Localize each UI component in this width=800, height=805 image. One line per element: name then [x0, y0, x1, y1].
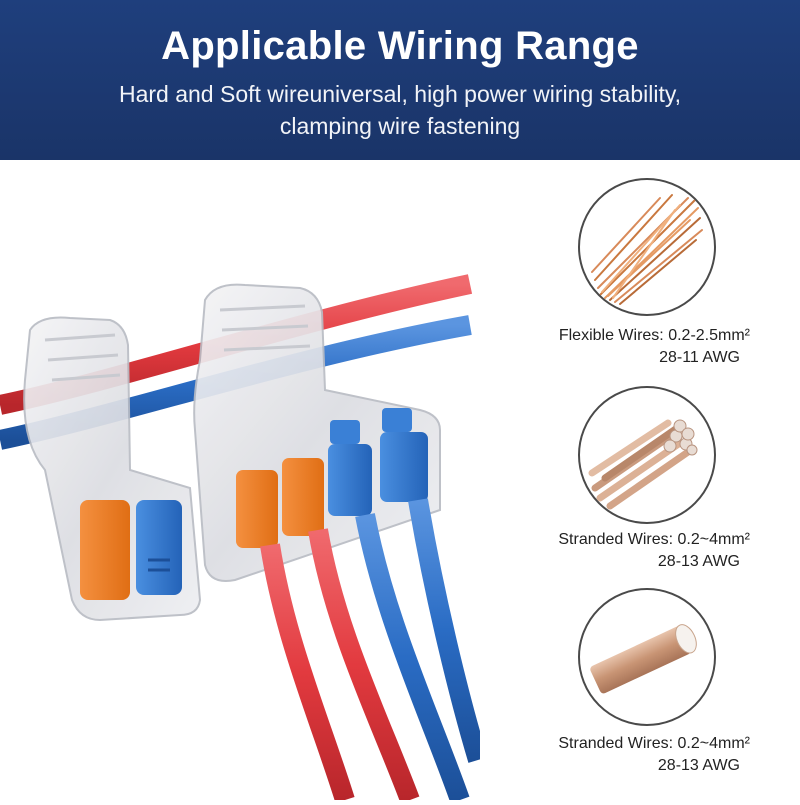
solid-wire-icon	[578, 588, 716, 726]
stranded-wire-spec-label-2: Stranded Wires: 0.2~4mm²	[558, 735, 750, 752]
red-down-wire-1	[260, 543, 355, 803]
blue-down-wire-2	[408, 498, 488, 763]
page-title: Applicable Wiring Range	[161, 24, 639, 68]
stranded-wire-awg-label-2: 28-13 AWG	[657, 757, 740, 774]
red-down-wire-2	[308, 528, 420, 804]
connector-illustration	[0, 274, 488, 804]
left-connector	[23, 316, 202, 622]
subtitle-line-2: clamping wire fastening	[279, 113, 521, 139]
header-banner: Applicable Wiring Range Hard and Soft wi…	[0, 0, 800, 160]
stranded-wire-icon	[578, 386, 716, 524]
flexible-wire-spec-label: Flexible Wires: 0.2-2.5mm²	[558, 327, 750, 344]
blue-down-wire-1	[355, 513, 470, 804]
stranded-wire-awg-label-1: 28-13 AWG	[657, 553, 740, 570]
right-connector	[193, 283, 441, 582]
subtitle-line-1: Hard and Soft wireuniversal, high power …	[118, 81, 682, 107]
connector-product-image	[0, 160, 488, 804]
flexible-wire-awg-label: 28-11 AWG	[659, 349, 740, 366]
stranded-wire-spec-label-1: Stranded Wires: 0.2~4mm²	[558, 531, 750, 548]
flexible-wire-icon	[578, 178, 716, 316]
